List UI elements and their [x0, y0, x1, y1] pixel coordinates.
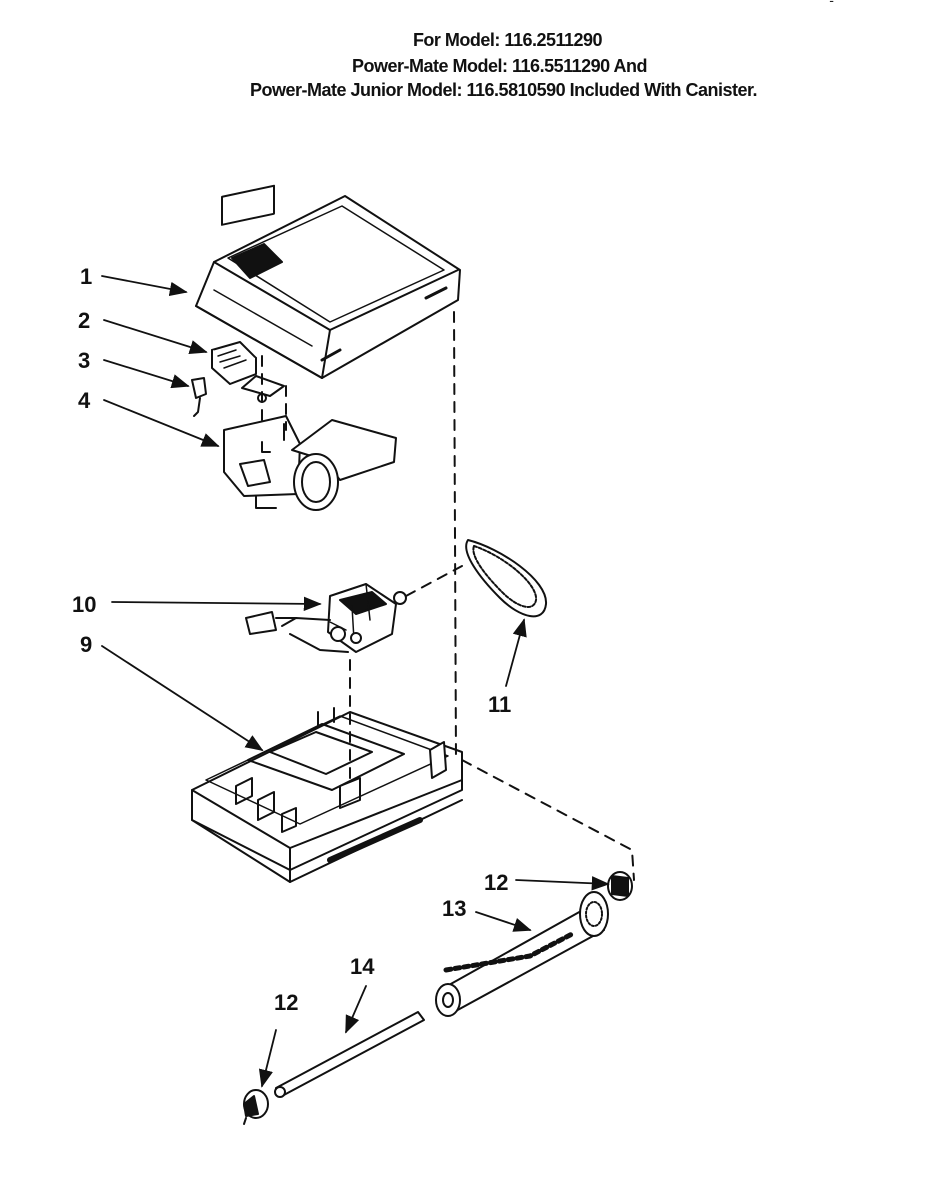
corner-fragment: '' - ''' '' [820, 0, 856, 8]
callout-4: 4 [78, 388, 91, 413]
part-2-switch [211, 341, 285, 403]
part-1-top-cover [195, 184, 461, 379]
callout-labels: 1 2 3 4 9 10 11 12 12 13 14 [72, 264, 511, 1015]
part-10-motor [245, 583, 407, 653]
header-junior-line: Power-Mate Junior Model: 116.5810590 Inc… [250, 80, 758, 100]
callout-14: 14 [350, 954, 375, 979]
part-14-shaft [274, 1011, 425, 1098]
header-model-line: For Model: 116.2511290 [412, 30, 603, 50]
callout-3: 3 [78, 348, 90, 373]
callout-10: 10 [72, 592, 96, 617]
header-powermate-line: Power-Mate Model: 116.5511290 And [352, 56, 647, 76]
part-12-end-cap-left [243, 1089, 269, 1125]
part-9-base [191, 707, 463, 883]
callout-1: 1 [80, 264, 92, 289]
part-11-belt [465, 539, 548, 618]
callout-11: 11 [488, 692, 511, 717]
assembly-guide-lines [261, 311, 635, 881]
part-13-brush-roll [435, 891, 609, 1017]
leader-lines [101, 275, 610, 1088]
callout-12-right: 12 [484, 870, 508, 895]
part-12-end-cap-right [607, 871, 633, 901]
callout-9: 9 [80, 632, 92, 657]
callout-13: 13 [442, 896, 466, 921]
callout-2: 2 [78, 308, 90, 333]
part-3-screw [191, 377, 207, 417]
part-4-housing [223, 415, 397, 511]
callout-12-left: 12 [274, 990, 298, 1015]
